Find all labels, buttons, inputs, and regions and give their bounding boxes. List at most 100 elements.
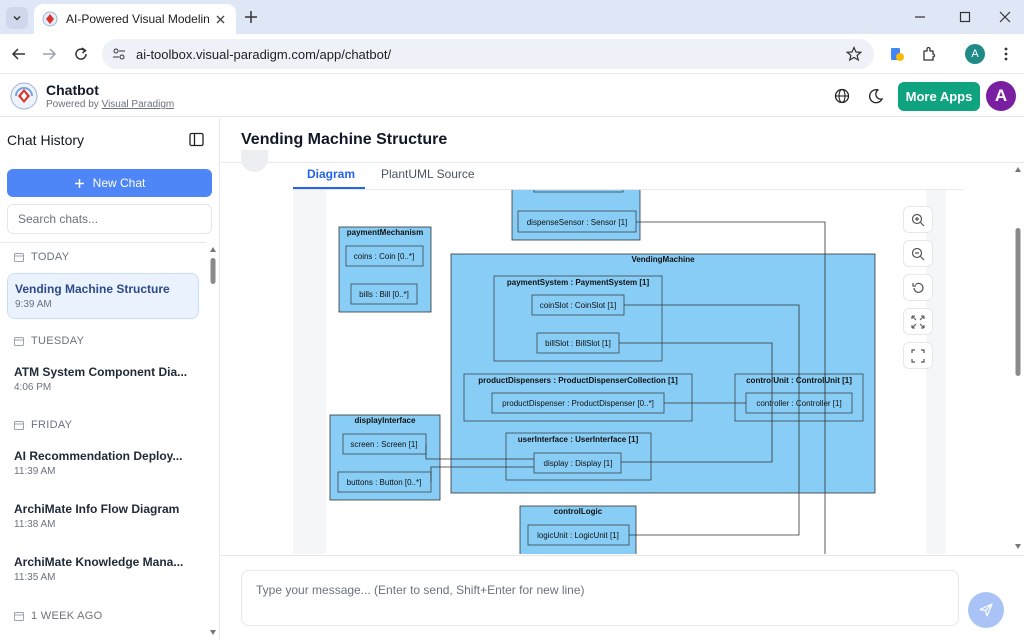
chat-history-list: TODAY Vending Machine Structure 9:39 AM …: [0, 242, 206, 640]
fullscreen-icon: [911, 349, 925, 363]
group-header-friday: FRIDAY: [14, 419, 72, 431]
site-settings-icon[interactable]: [112, 47, 126, 61]
zoom-out-button[interactable]: [903, 240, 933, 267]
display-part-label: display : Display [1]: [544, 459, 613, 468]
display-interface-box: [330, 415, 440, 500]
group-header-1-week-ago: 1 WEEK AGO: [14, 610, 102, 622]
forward-arrow-icon[interactable]: [41, 46, 57, 62]
buttons-part-label: buttons : Button [0..*]: [347, 478, 422, 487]
send-button[interactable]: [968, 592, 1004, 628]
sidebar-toggle-icon[interactable]: [189, 132, 204, 147]
extension-icon[interactable]: [889, 46, 905, 62]
bills-part-label: bills : Bill [0..*]: [359, 290, 409, 299]
chat-time: 11:39 AM: [14, 466, 192, 477]
visual-paradigm-logo-icon[interactable]: [10, 82, 38, 110]
tab-close-icon[interactable]: [212, 11, 228, 27]
fit-arrows-icon: [911, 315, 925, 329]
tab-search-button[interactable]: [6, 7, 28, 29]
zoom-out-icon: [911, 247, 925, 261]
chat-time: 11:38 AM: [14, 519, 192, 530]
visual-paradigm-link[interactable]: Visual Paradigm: [102, 99, 175, 110]
minimize-icon[interactable]: [913, 10, 927, 24]
calendar-icon: [14, 420, 24, 430]
chat-item-archimate-knowledge[interactable]: ArchiMate Knowledge Mana... 11:35 AM: [7, 547, 199, 593]
chat-title: ArchiMate Knowledge Mana...: [14, 555, 192, 569]
component-diagram: dispenseSensor : Sensor [1] paymentMecha…: [326, 190, 926, 554]
back-arrow-icon[interactable]: [11, 46, 27, 62]
dark-mode-moon-icon[interactable]: [868, 88, 884, 104]
tab-title: AI-Powered Visual Modeling Ch: [66, 12, 210, 26]
browser-tab-bar: AI-Powered Visual Modeling Ch: [0, 0, 1024, 34]
reset-view-button[interactable]: [903, 274, 933, 301]
group-header-today: TODAY: [14, 251, 69, 263]
group-header-tuesday: TUESDAY: [14, 335, 84, 347]
reload-icon[interactable]: [73, 46, 89, 62]
browser-tab-active[interactable]: AI-Powered Visual Modeling Ch: [34, 4, 236, 34]
sidebar-scrollbar[interactable]: [207, 242, 219, 640]
tab-diagram[interactable]: Diagram: [307, 167, 355, 181]
reset-rotate-icon: [911, 281, 925, 295]
dispense-sensor-part-label: dispenseSensor : Sensor [1]: [527, 218, 628, 227]
tab-plantuml-source[interactable]: PlantUML Source: [381, 167, 475, 181]
group-label: 1 WEEK AGO: [31, 610, 102, 622]
url-omnibox[interactable]: ai-toolbox.visual-paradigm.com/app/chatb…: [102, 39, 874, 69]
app-title: Chatbot: [46, 82, 99, 98]
display-interface-title: displayInterface: [355, 416, 416, 425]
calendar-icon: [14, 336, 24, 346]
chat-time: 4:06 PM: [14, 382, 192, 393]
chat-item-vending-machine[interactable]: Vending Machine Structure 9:39 AM: [7, 273, 199, 319]
coin-slot-part-label: coinSlot : CoinSlot [1]: [540, 301, 616, 310]
powered-by-text: Powered by: [46, 99, 102, 110]
active-tab-indicator: [293, 187, 365, 189]
browser-profile-avatar[interactable]: A: [965, 44, 985, 64]
user-avatar[interactable]: A: [986, 81, 1016, 111]
window-close-icon[interactable]: [998, 10, 1012, 24]
globe-language-icon[interactable]: [834, 88, 850, 104]
extensions-puzzle-icon[interactable]: [921, 46, 937, 62]
new-chat-button[interactable]: New Chat: [7, 169, 212, 197]
more-apps-button[interactable]: More Apps: [898, 82, 980, 111]
main-scrollbar[interactable]: [1012, 162, 1024, 554]
browser-menu-icon[interactable]: [998, 46, 1014, 62]
new-tab-plus-icon[interactable]: [243, 9, 259, 25]
group-label: TODAY: [31, 251, 69, 263]
zoom-in-icon: [911, 213, 925, 227]
bill-slot-part-label: billSlot : BillSlot [1]: [545, 339, 611, 348]
group-label: FRIDAY: [31, 419, 72, 431]
payment-mechanism-title: paymentMechanism: [347, 228, 423, 237]
fit-to-screen-button[interactable]: [903, 308, 933, 335]
chat-history-sidebar: Chat History New Chat TODAY Vending Mach…: [0, 118, 220, 640]
address-bar: ai-toolbox.visual-paradigm.com/app/chatb…: [0, 34, 1024, 74]
chat-title: Vending Machine Structure: [15, 282, 191, 296]
user-interface-title: userInterface : UserInterface [1]: [518, 435, 639, 444]
fullscreen-button[interactable]: [903, 342, 933, 369]
vending-machine-title: VendingMachine: [631, 255, 695, 264]
chat-history-title: Chat History: [7, 132, 84, 148]
zoom-in-button[interactable]: [903, 206, 933, 233]
product-dispenser-part-label: productDispenser : ProductDispenser [0..…: [502, 399, 654, 408]
search-chats-input[interactable]: [7, 204, 212, 234]
group-label: TUESDAY: [31, 335, 84, 347]
calendar-icon: [14, 611, 24, 621]
plus-icon: [74, 178, 85, 189]
chat-item-ai-recommendation[interactable]: AI Recommendation Deploy... 11:39 AM: [7, 441, 199, 487]
diagram-viewport[interactable]: dispenseSensor : Sensor [1] paymentMecha…: [326, 190, 926, 554]
control-logic-title: controlLogic: [554, 507, 603, 516]
message-composer: [221, 555, 1024, 640]
chat-title: ATM System Component Dia...: [14, 365, 192, 379]
maximize-icon[interactable]: [958, 10, 972, 24]
diagram-tabs: Diagram PlantUML Source: [293, 163, 963, 190]
chat-item-atm-system[interactable]: ATM System Component Dia... 4:06 PM: [7, 357, 199, 403]
chat-title: AI Recommendation Deploy...: [14, 449, 192, 463]
assistant-avatar: [241, 150, 268, 172]
payment-system-title: paymentSystem : PaymentSystem [1]: [507, 278, 650, 287]
vending-machine-box: [451, 254, 875, 493]
coins-part-label: coins : Coin [0..*]: [354, 252, 414, 261]
chat-time: 9:39 AM: [15, 299, 191, 310]
app-header: Chatbot Powered by Visual Paradigm More …: [0, 75, 1024, 117]
logic-unit-part-label: logicUnit : LogicUnit [1]: [537, 531, 619, 540]
message-input[interactable]: [241, 570, 959, 626]
chat-item-archimate-info-flow[interactable]: ArchiMate Info Flow Diagram 11:38 AM: [7, 494, 199, 540]
product-dispensers-title: productDispensers : ProductDispenserColl…: [478, 376, 678, 385]
bookmark-star-icon[interactable]: [846, 46, 862, 62]
